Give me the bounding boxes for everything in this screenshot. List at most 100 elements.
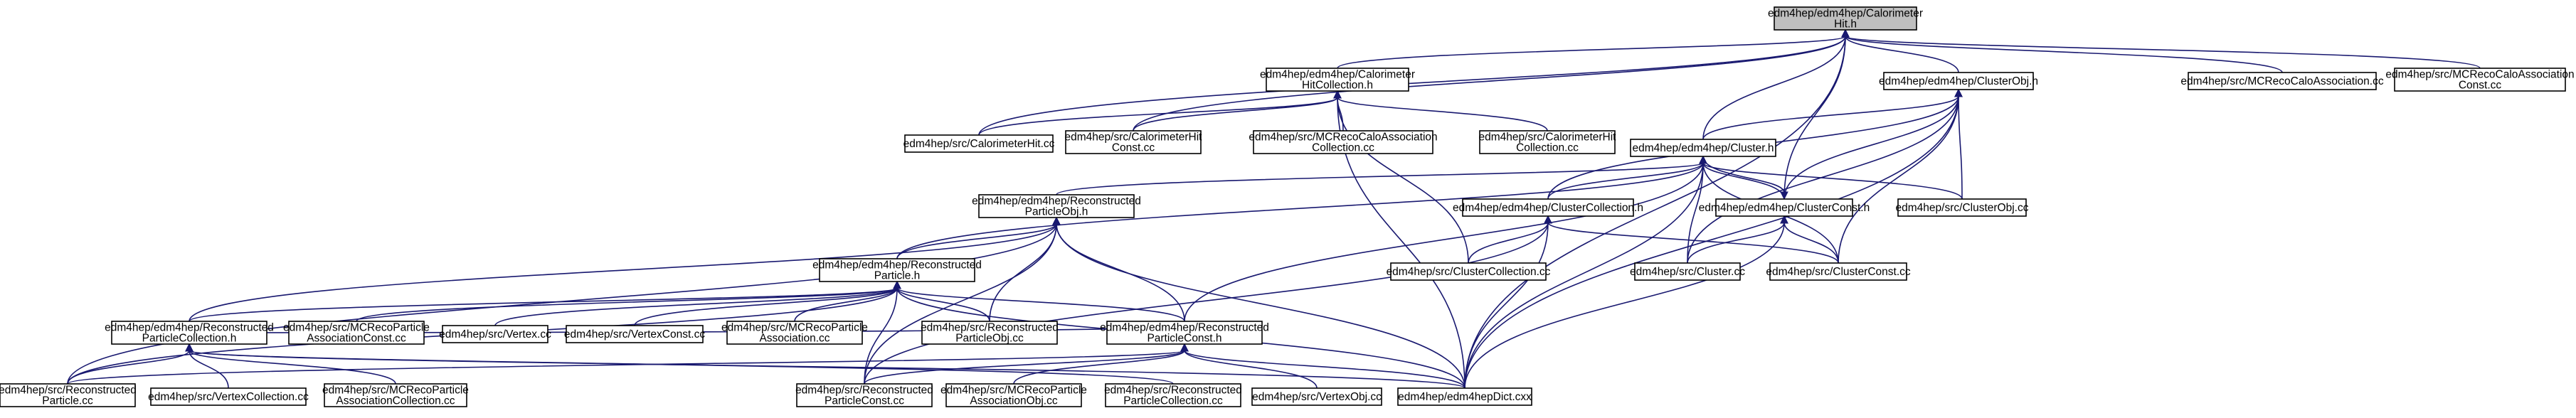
node-label: edm4hep/src/MCRecoCaloAssociation.cc	[2180, 75, 2383, 87]
node-clusterconst_h[interactable]: edm4hep/edm4hep/ClusterConst.h	[1699, 198, 1870, 217]
edge-recopartconst_h-to-recopart_h	[896, 287, 1185, 322]
arrowhead-dict_cxx-to-recopart_h	[893, 280, 901, 289]
node-mcrecopartassocobj_cc[interactable]: edm4hep/src/MCRecoParticleAssociationObj…	[940, 383, 1087, 407]
node-calohit[interactable]: edm4hep/edm4hep/CalorimeterHit.h	[1768, 6, 1923, 31]
node-recopartcoll_h[interactable]: edm4hep/edm4hep/ReconstructedParticleCol…	[105, 321, 274, 345]
node-clusterobj_h[interactable]: edm4hep/edm4hep/ClusterObj.h	[1879, 72, 2038, 90]
node-label: edm4hep/edm4hepDict.cxx	[1398, 391, 1532, 403]
node-box	[819, 258, 975, 282]
edge-mcrecocaloassoc_cc-to-calohit	[1845, 36, 2283, 73]
arrowhead-cluster_h-to-clusterconst_h	[1780, 191, 1788, 200]
node-mcrecocaloassocconst_cc[interactable]: edm4hep/src/MCRecoCaloAssociationConst.c…	[2385, 68, 2575, 92]
edge-cluster_cc-to-clusterobj_h	[1687, 95, 1959, 264]
edge-cluster_h-to-calohit	[1702, 36, 1846, 140]
edge-calohit_cc-to-calohitcoll_h	[978, 97, 1338, 136]
node-cluster_cc[interactable]: edm4hep/src/Cluster.cc	[1630, 262, 1745, 281]
node-box	[1397, 387, 1532, 406]
node-label: edm4hep/src/Cluster.cc	[1630, 266, 1745, 278]
node-vertexconst_cc[interactable]: edm4hep/src/VertexConst.cc	[564, 325, 705, 343]
edge-vertexcoll_cc-to-recopartcoll_h	[189, 350, 229, 389]
node-box	[1883, 72, 2034, 90]
node-label: edm4hep/src/Reconstructed	[795, 385, 933, 397]
edge-dict_cxx-to-recopartconst_h	[1184, 350, 1465, 389]
node-clusterobj_cc[interactable]: edm4hep/src/ClusterObj.cc	[1896, 198, 2029, 217]
node-label: edm4hep/src/VertexCollection.cc	[148, 391, 309, 403]
node-label: ParticleObj.h	[1025, 206, 1088, 218]
node-label: edm4hep/src/Reconstructed	[0, 385, 137, 397]
node-label: AssociationCollection.cc	[336, 395, 455, 407]
edge-mcrecopartassoc_cc-to-recopart_h	[794, 287, 898, 322]
edge-recopartcoll_h-to-recopartobj_h	[189, 223, 1057, 322]
edge-cluster_cc-to-cluster_h	[1687, 162, 1704, 264]
arrowhead-dict_cxx-to-recopartcoll_h	[185, 343, 194, 352]
node-dict_cxx[interactable]: edm4hep/edm4hepDict.cxx	[1397, 387, 1532, 406]
file-nodes: edm4hep/edm4hep/CalorimeterHit.hedm4hep/…	[0, 6, 2575, 407]
node-label: edm4hep/edm4hep/ClusterConst.h	[1699, 202, 1870, 214]
node-recopartobj_h[interactable]: edm4hep/edm4hep/ReconstructedParticleObj…	[972, 194, 1141, 218]
node-box	[324, 383, 467, 407]
edge-recopartconst_cc-to-clustercoll_h	[864, 222, 1549, 385]
node-mcrecocaloassoccoll_cc[interactable]: edm4hep/src/MCRecoCaloAssociationCollect…	[1249, 130, 1438, 154]
node-box	[2394, 68, 2566, 92]
edge-recopartcoll_h-to-recopart_h	[189, 287, 898, 322]
node-recopartcoll_cc[interactable]: edm4hep/src/ReconstructedParticleCollect…	[1104, 383, 1242, 407]
edge-clusterconst_cc-to-clusterobj_h	[1838, 95, 1959, 264]
arrowhead-recopartconst_cc-to-clustercoll_h	[1544, 215, 1552, 224]
edge-recopartconst_h-to-recopartobj_h	[1056, 223, 1185, 322]
node-vertex_cc[interactable]: edm4hep/src/Vertex.cc	[439, 325, 551, 343]
node-vertexobj_cc[interactable]: edm4hep/src/VertexObj.cc	[1251, 387, 1382, 406]
node-calohitcoll_h[interactable]: edm4hep/edm4hep/CalorimeterHitCollection…	[1260, 68, 1415, 92]
node-box	[1251, 387, 1382, 406]
node-box	[1065, 130, 1202, 154]
edge-recopart_h-to-recopartobj_h	[896, 223, 1057, 259]
node-label: AssociationConst.cc	[307, 333, 406, 345]
node-label: edm4hep/src/MCRecoCaloAssociation	[2385, 69, 2574, 81]
node-vertexcoll_cc[interactable]: edm4hep/src/VertexCollection.cc	[148, 387, 309, 406]
node-box	[1897, 198, 2027, 217]
node-mcrecocaloassoc_cc[interactable]: edm4hep/src/MCRecoCaloAssociation.cc	[2180, 72, 2384, 90]
node-cluster_h[interactable]: edm4hep/edm4hep/Cluster.h	[1630, 139, 1776, 157]
node-mcrecopartassocconst_cc[interactable]: edm4hep/src/MCRecoParticleAssociationCon…	[283, 321, 430, 345]
node-box	[978, 194, 1135, 218]
node-box	[1479, 130, 1616, 154]
node-recopartconst_cc[interactable]: edm4hep/src/ReconstructedParticleConst.c…	[795, 383, 933, 407]
node-label: edm4hep/src/MCRecoParticle	[721, 322, 868, 334]
arrowhead-dict_cxx-to-clusterobj_h	[1954, 88, 1963, 97]
node-box	[1774, 6, 1917, 31]
node-label: edm4hep/edm4hep/Calorimeter	[1768, 8, 1923, 20]
node-clustercoll_h[interactable]: edm4hep/edm4hep/ClusterCollection.h	[1453, 198, 1643, 217]
node-box	[1266, 68, 1409, 92]
node-box	[111, 321, 267, 345]
edge-clusterobj_cc-to-cluster_h	[1702, 162, 1963, 200]
node-calohit_cc[interactable]: edm4hep/src/CalorimeterHit.cc	[903, 134, 1055, 153]
node-clusterconst_cc[interactable]: edm4hep/src/ClusterConst.cc	[1766, 262, 1911, 281]
edge-clustercoll_cc-to-calohitcoll_h	[1337, 97, 1469, 264]
dependency-edges	[67, 28, 2481, 389]
node-box	[1769, 262, 1907, 281]
edge-clusterobj_cc-to-clusterobj_h	[1958, 95, 1963, 200]
edge-calohitcoll_cc-to-calohitcoll_h	[1337, 97, 1548, 132]
node-label: edm4hep/edm4hep/Reconstructed	[105, 322, 274, 334]
node-label: edm4hep/src/VertexObj.cc	[1252, 391, 1382, 403]
node-label: edm4hep/edm4hep/Reconstructed	[1100, 322, 1269, 334]
node-clustercoll_cc[interactable]: edm4hep/src/ClusterCollection.cc	[1387, 262, 1551, 281]
node-box	[0, 383, 136, 407]
edge-calohitconst_cc-to-calohit	[1133, 36, 1846, 132]
node-recopartconst_h[interactable]: edm4hep/edm4hep/ReconstructedParticleCon…	[1100, 321, 1269, 345]
node-label: Particle.cc	[42, 395, 93, 407]
edge-mcrecopartassocobj_cc-to-recopartconst_h	[1013, 350, 1185, 385]
edge-recopartobj_cc-to-recopart_h	[896, 287, 990, 322]
node-box	[945, 383, 1082, 407]
node-box	[796, 383, 933, 407]
edge-dict_cxx-to-recopartcoll_h	[189, 350, 1465, 389]
edge-mcrecocaloassocconst_cc-to-calohit	[1845, 36, 2481, 69]
node-mcrecopartassoccoll_cc[interactable]: edm4hep/src/MCRecoParticleAssociationCol…	[322, 383, 469, 407]
node-box	[1106, 321, 1263, 345]
